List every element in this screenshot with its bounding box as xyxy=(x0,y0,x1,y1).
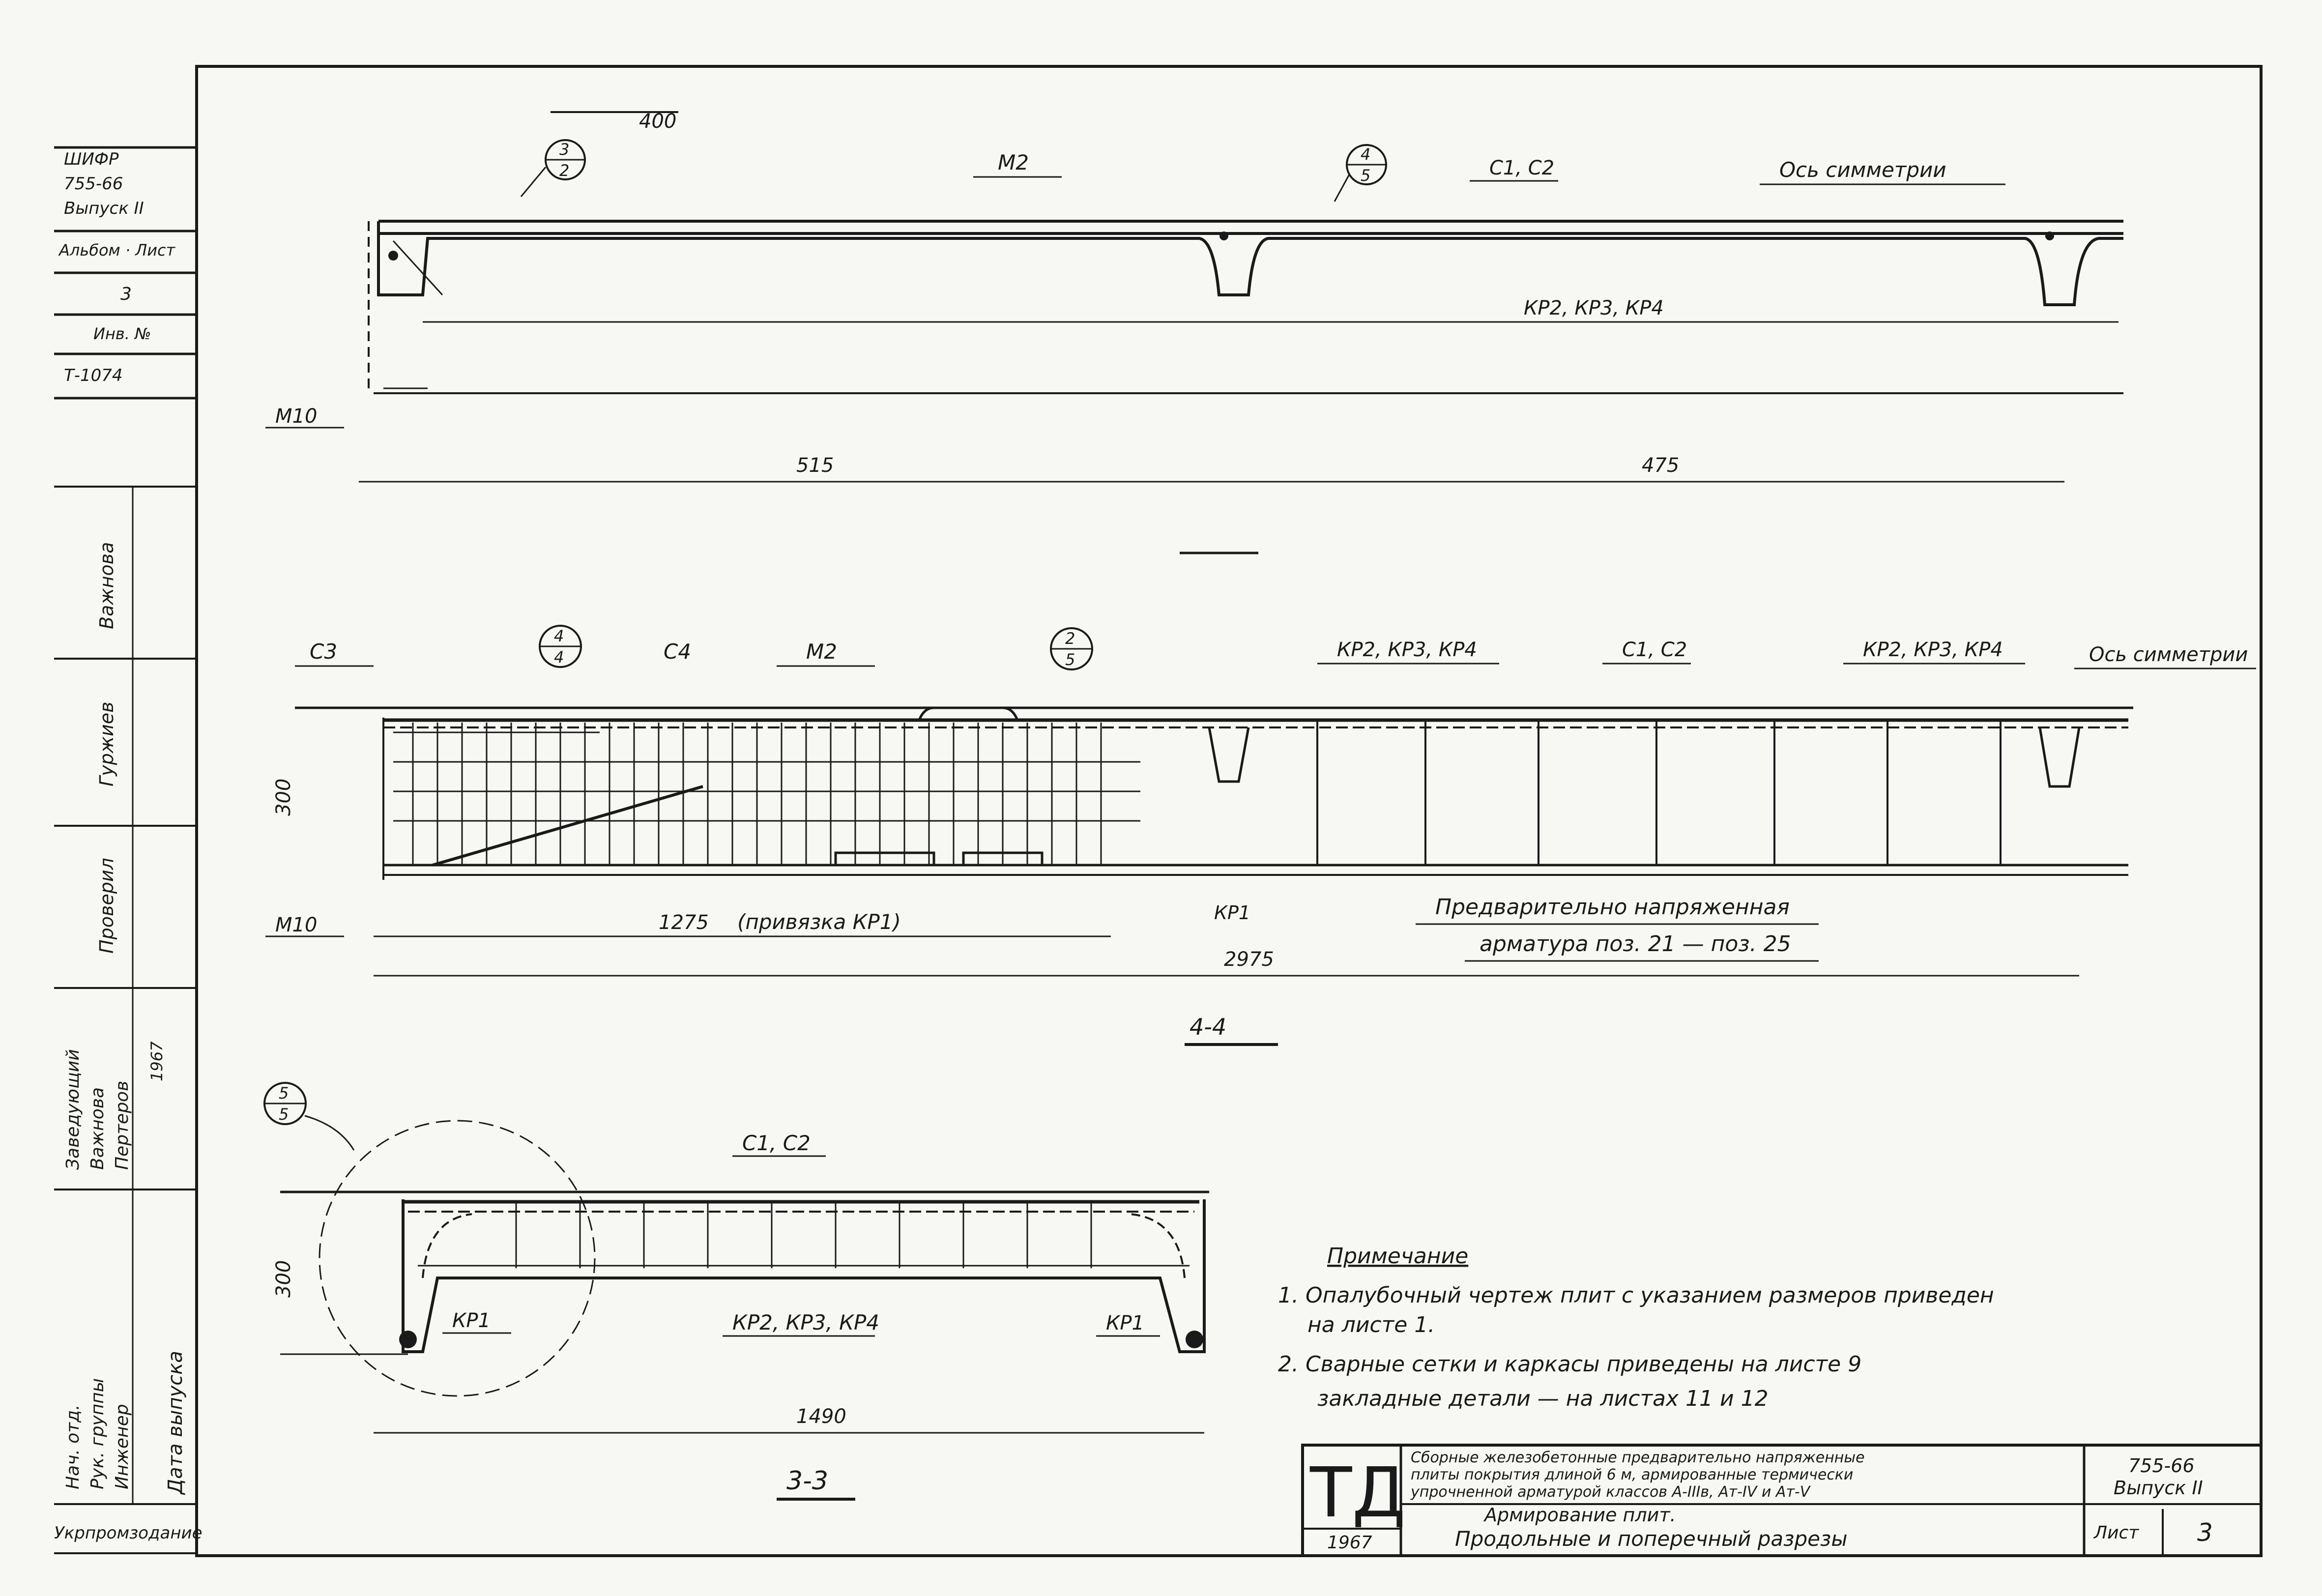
bottom-title: 3-3 xyxy=(786,1466,828,1496)
bottom-height: 300 xyxy=(272,1260,295,1298)
bottom-kp-mid: КР2, КР3, КР4 xyxy=(732,1310,879,1335)
notes-line-1b: на листе 1. xyxy=(1307,1312,1435,1337)
title-desc-3: упрочненной арматурой классов А-IIIв, Ат… xyxy=(1410,1483,1811,1501)
mid-kp-a: КР2, КР3, КР4 xyxy=(1337,638,1477,661)
title-issue: Выпуск II xyxy=(2114,1477,2203,1499)
title-sheet-label: Лист xyxy=(2093,1523,2139,1543)
mid-prestress-2: арматура поз. 21 — поз. 25 xyxy=(1480,931,1791,957)
stamp-approval-3: Пертеров xyxy=(112,1081,132,1170)
mid-callout-a-num: 4 xyxy=(554,627,564,645)
title-block: ТД 1967 Сборные железобетонные предварит… xyxy=(1301,1444,2263,1557)
bottom-width: 1490 xyxy=(796,1405,846,1428)
top-label-m2: М2 xyxy=(998,150,1029,174)
stamp-org: Укрпромзодание xyxy=(54,1523,203,1543)
bottom-kp1-right: КР1 xyxy=(1106,1312,1144,1335)
top-callout-b-den: 5 xyxy=(1361,166,1370,185)
mid-m10: М10 xyxy=(275,914,317,936)
mid-mesh xyxy=(393,723,1140,865)
bottom-rebar-right xyxy=(1186,1331,1203,1348)
bottom-kp1-left: КР1 xyxy=(452,1309,491,1332)
top-callout-a-num: 3 xyxy=(559,140,569,159)
stamp-series: 755-66 xyxy=(64,174,123,194)
top-callout-b-num: 4 xyxy=(1361,145,1370,164)
title-desc-2: плиты покрытия длиной 6 м, армированные … xyxy=(1411,1466,1853,1483)
bottom-section: 5 5 С1, С2 300 КР1 КР2, КР3, КР4 КР1 149 xyxy=(263,1082,1209,1501)
top-dim-515: 515 xyxy=(796,454,834,477)
notes-line-1: 1. Опалубочный чертеж плит с указанием р… xyxy=(1278,1283,1994,1308)
sheet-frame xyxy=(195,65,2263,1557)
mid-privyazka: (привязка КР1) xyxy=(737,910,901,934)
top-dim-475: 475 xyxy=(1642,454,1679,477)
title-subtitle: Продольные и поперечный разрезы xyxy=(1455,1527,1848,1551)
top-kp-label: КР2, КР3, КР4 xyxy=(1524,297,1664,319)
top-callout-a-den: 2 xyxy=(559,161,569,180)
bottom-callout-den: 5 xyxy=(279,1105,289,1124)
stamp-code: ШИФР xyxy=(64,149,119,169)
stamp-role-1: Нач. отд. xyxy=(63,1404,83,1489)
stamp-person-3: Проверил xyxy=(96,858,117,954)
stamp-inv-num: Т-1074 xyxy=(64,366,123,385)
title-topic: Армирование плит. xyxy=(1483,1504,1676,1526)
title-series: 755-66 xyxy=(2128,1455,2195,1477)
top-label-c1c2: С1, С2 xyxy=(1489,157,1554,179)
notes-line-2b: закладные детали — на листах 11 и 12 xyxy=(1317,1386,1769,1411)
top-label-400: 400 xyxy=(639,110,676,133)
stamp-inv-label: Инв. № xyxy=(93,324,151,343)
title-sheet-num: 3 xyxy=(2197,1518,2213,1547)
stamp-album-sheet: Альбом · Лист xyxy=(58,241,176,260)
stamp-approval-1: Заведующий xyxy=(63,1049,83,1170)
mid-axis: Ось симметрии xyxy=(2089,643,2248,666)
stamp-approval-2: Важнова xyxy=(87,1087,108,1170)
stamp-issue-date: Дата выпуска xyxy=(164,1351,187,1495)
top-m10: М10 xyxy=(275,405,317,428)
bottom-rebar-left xyxy=(399,1331,417,1348)
top-rebar-mid xyxy=(1219,232,1228,240)
mid-c3: С3 xyxy=(310,639,337,664)
stamp-issue: Выпуск II xyxy=(64,199,144,218)
mid-height: 300 xyxy=(272,779,295,816)
stamp-role-2: Рук. группы xyxy=(87,1378,108,1489)
notes-line-2: 2. Сварные сетки и каркасы приведены на … xyxy=(1278,1352,1861,1377)
top-axis: Ось симметрии xyxy=(1779,158,1946,182)
top-rebar-left xyxy=(388,251,398,261)
stamp-year-small: 1967 xyxy=(147,1041,166,1081)
mid-dim-1275: 1275 xyxy=(659,911,709,934)
mid-kp1: КР1 xyxy=(1214,902,1250,924)
mid-section: С3 4 4 С4 М2 2 5 КР2, КР3, КР4 С1, С2 КР… xyxy=(265,625,2256,1046)
title-desc-1: Сборные железобетонные предварительно на… xyxy=(1411,1449,1865,1466)
mid-callout-b-den: 5 xyxy=(1065,650,1075,669)
margin-stamp: ШИФР 755-66 Выпуск II Альбом · Лист 3 Ин… xyxy=(54,146,203,1554)
mid-prestress-1: Предварительно напряженная xyxy=(1435,895,1790,920)
mid-callout-b-num: 2 xyxy=(1065,629,1075,648)
mid-c4: С4 xyxy=(664,639,691,664)
mid-callout-a-den: 4 xyxy=(554,648,564,667)
bottom-callout-num: 5 xyxy=(279,1084,289,1103)
mid-c1c2: С1, С2 xyxy=(1622,638,1687,661)
stamp-person-1: Важнова xyxy=(96,542,117,629)
mid-title: 4-4 xyxy=(1190,1014,1226,1040)
top-rebar-right xyxy=(2045,232,2054,240)
mid-m2: М2 xyxy=(806,639,837,664)
stamp-role-3: Инженер xyxy=(112,1404,132,1489)
title-logo: ТД xyxy=(1309,1453,1406,1533)
stamp-person-2: Гуржиев xyxy=(96,702,117,786)
notes-heading: Примечание xyxy=(1327,1244,1468,1269)
title-year: 1967 xyxy=(1327,1533,1372,1553)
mid-kp-b: КР2, КР3, КР4 xyxy=(1863,638,2003,661)
top-section: 400 3 2 4 5 М2 С1, С2 Ось симметрии КР2,… xyxy=(265,110,2123,554)
mid-dim-2975: 2975 xyxy=(1224,948,1274,971)
stamp-sheet-num: 3 xyxy=(120,284,132,304)
notes: Примечание 1. Опалубочный чертеж плит с … xyxy=(1278,1244,1994,1411)
bottom-c1c2: С1, С2 xyxy=(742,1131,811,1155)
